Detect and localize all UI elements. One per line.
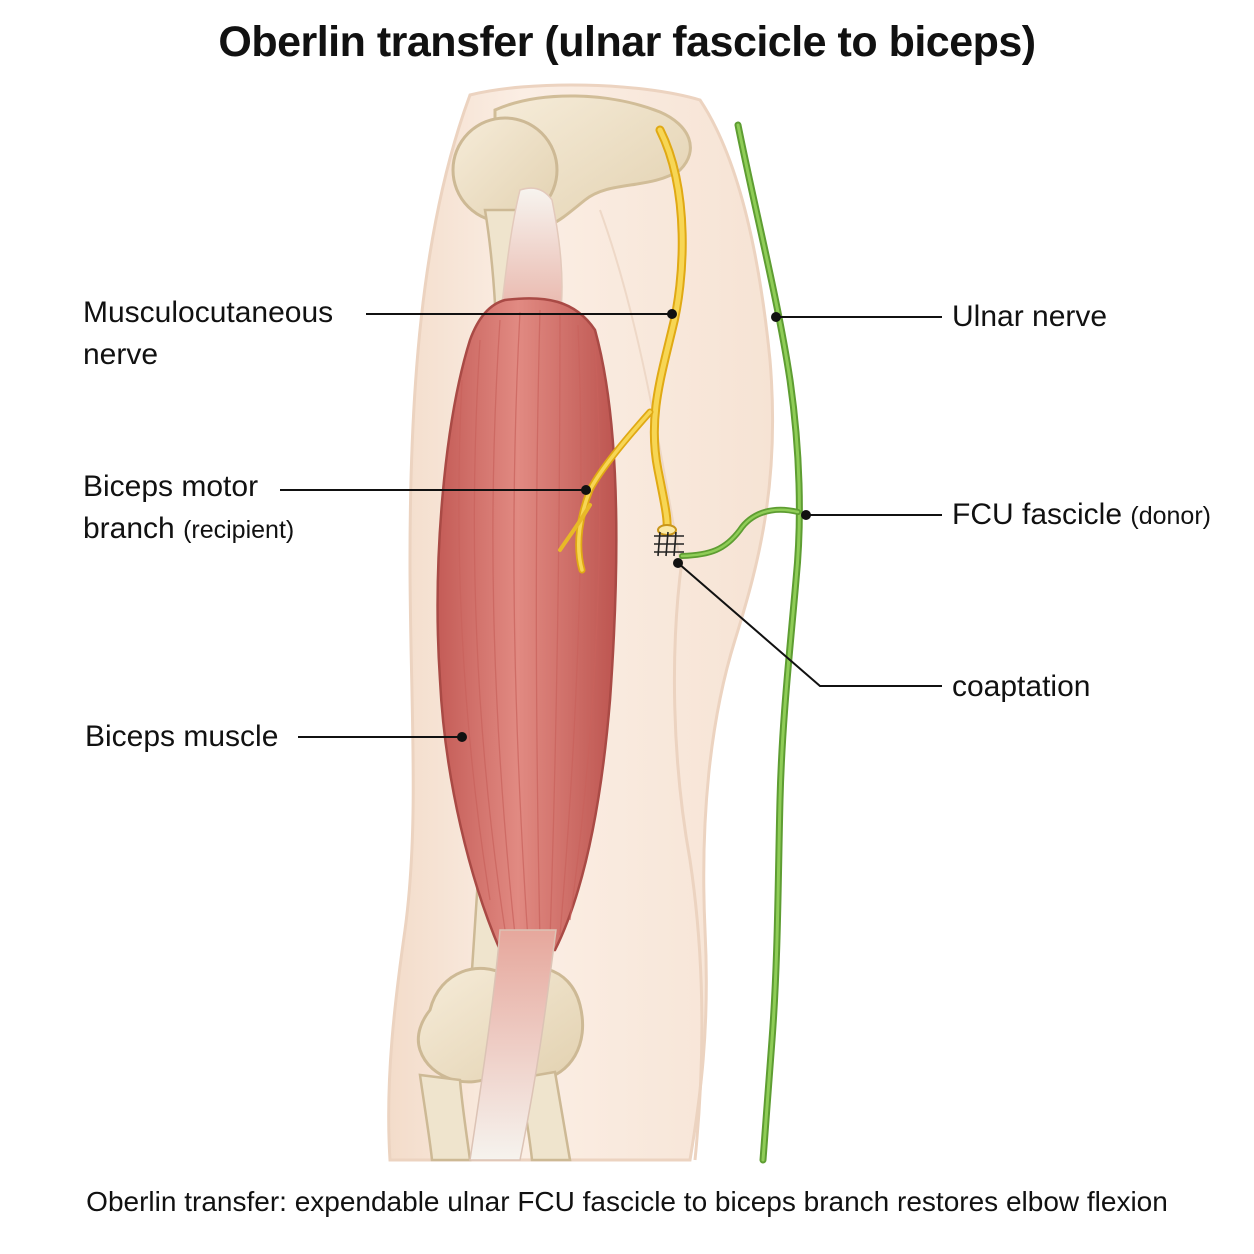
dot-biceps-muscle — [457, 732, 467, 742]
dot-ulnar — [771, 312, 781, 322]
leader-lines — [280, 313, 942, 738]
biceps-lower-tendon — [469, 929, 557, 1161]
label-fcu-note: (donor) — [1130, 502, 1211, 530]
skin-crease — [599, 209, 681, 561]
label-biceps-motor-note: (recipient) — [183, 516, 295, 544]
label-fcu-main: FCU fascicle — [952, 498, 1123, 531]
musculocutaneous-nerve-highlight — [651, 127, 685, 531]
label-coaptation: coaptation — [952, 670, 1091, 703]
dot-biceps-motor — [581, 485, 591, 495]
biceps-muscle — [436, 297, 618, 952]
leader-dots — [457, 309, 811, 742]
label-musculocutaneous-line1: Musculocutaneous — [83, 296, 334, 329]
label-biceps-motor-branch: Biceps motor branch (recipient) — [83, 466, 294, 551]
biceps-upper-tendon — [499, 187, 563, 321]
dot-fcu — [801, 510, 811, 520]
nerve-stump — [657, 524, 677, 536]
label-fcu-fascicle: FCU fascicle (donor) — [952, 494, 1211, 537]
dot-musculocutaneous — [667, 309, 677, 319]
diagram-title: Oberlin transfer (ulnar fascicle to bice… — [218, 18, 1036, 66]
label-ulnar-nerve: Ulnar nerve — [952, 300, 1108, 333]
forearm-skin-fold — [672, 559, 704, 1161]
label-musculocutaneous-nerve: Musculocutaneous nerve — [83, 292, 333, 376]
label-biceps-muscle: Biceps muscle — [85, 720, 279, 753]
ulnar-nerve-highlight — [736, 123, 801, 1162]
leader-coaptation — [677, 562, 942, 687]
coaptation-sutures — [654, 531, 684, 557]
label-biceps-motor-line2: branch — [83, 512, 175, 545]
forearm-bone-radius — [418, 1073, 472, 1162]
figure-caption: Oberlin transfer: expendable ulnar FCU f… — [86, 1186, 1168, 1217]
biceps-motor-twig — [558, 503, 592, 552]
muscle-fibres — [458, 309, 601, 943]
dot-coaptation — [673, 558, 683, 568]
label-biceps-motor-line1: Biceps motor — [83, 470, 259, 503]
label-musculocutaneous-line2: nerve — [83, 338, 159, 371]
fcu-fascicle-highlight — [680, 508, 800, 558]
